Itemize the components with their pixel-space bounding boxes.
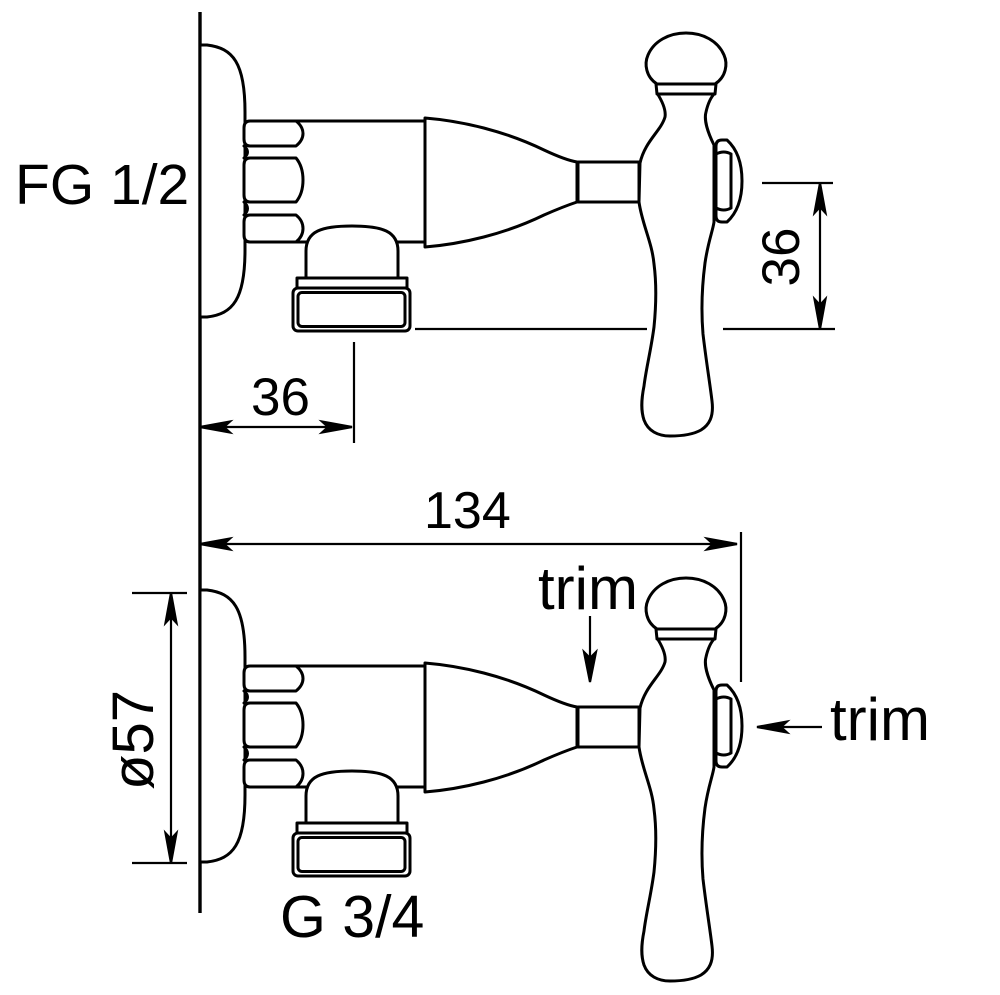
trim-handle-nut-label: trim xyxy=(830,686,930,753)
dim-36-vertical-value: 36 xyxy=(752,227,811,287)
outlet-thread-label: G 3/4 xyxy=(280,884,425,950)
dim-134-horizontal xyxy=(199,532,743,682)
trim-stem-label: trim xyxy=(538,555,638,622)
dim-36-horizontal-value: 36 xyxy=(251,368,310,427)
dim-diameter-57 xyxy=(132,591,187,865)
trim-leader-left xyxy=(756,719,822,735)
dim-134-value: 134 xyxy=(424,482,511,540)
inlet-thread-label: FG 1/2 xyxy=(15,153,190,217)
dim-36-horizontal xyxy=(199,342,356,443)
trim-leader-down xyxy=(582,616,598,683)
dim-diameter-57-value: ø57 xyxy=(101,690,166,790)
dim-36-vertical xyxy=(415,181,835,331)
